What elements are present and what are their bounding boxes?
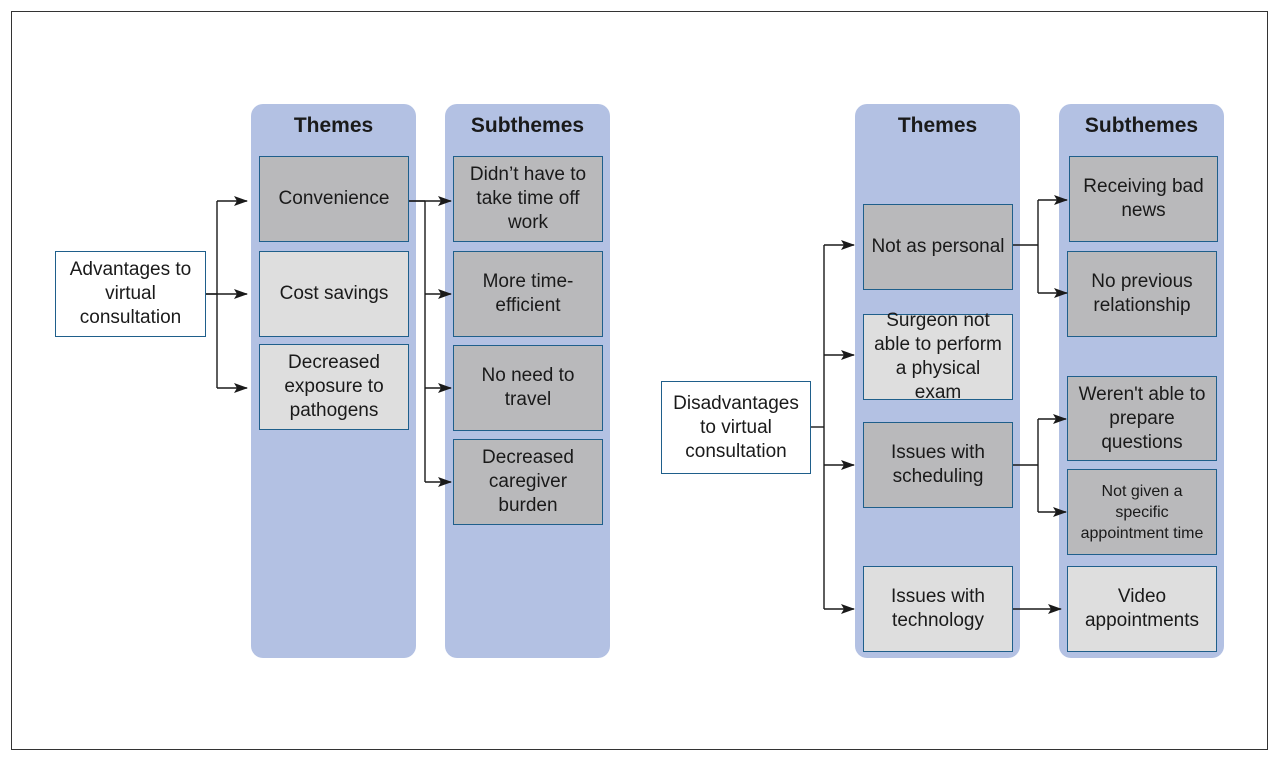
subtheme-time-off-work: Didn’t have to take time off work [453, 156, 603, 242]
subtheme-bad-news: Receiving bad news [1069, 156, 1218, 242]
right-themes-header: Themes [897, 114, 978, 137]
theme-technology-issues: Issues with technology [863, 566, 1013, 652]
theme-convenience: Convenience [259, 156, 409, 242]
theme-no-physical-exam: Surgeon not able to perform a physical e… [863, 310, 1013, 403]
theme-decreased-exposure: Decreased exposure to pathogens [259, 344, 409, 430]
subtheme-no-travel: No need to travel [453, 345, 603, 431]
subtheme-time-efficient: More time-efficient [453, 251, 603, 337]
subtheme-prepare-questions: Weren't able to prepare questions [1067, 376, 1217, 461]
theme-cost-savings: Cost savings [259, 251, 409, 337]
theme-not-as-personal: Not as personal [863, 204, 1013, 290]
left-themes-header: Themes [293, 114, 374, 137]
right-subthemes-header: Subthemes [1084, 114, 1199, 137]
subtheme-appointment-time: Not given a specific appointment time [1067, 469, 1217, 555]
subtheme-video-appointments: Video appointments [1067, 566, 1217, 652]
subtheme-no-relationship: No previous relationship [1067, 251, 1217, 337]
left-subthemes-header: Subthemes [470, 114, 585, 137]
theme-scheduling-issues: Issues with scheduling [863, 422, 1013, 508]
disadvantages-root-node: Disadvantages to virtual consultation [661, 381, 811, 474]
subtheme-caregiver-burden: Decreased caregiver burden [453, 439, 603, 525]
advantages-root-node: Advantages to virtual consultation [55, 251, 206, 337]
figure-frame [11, 11, 1268, 750]
